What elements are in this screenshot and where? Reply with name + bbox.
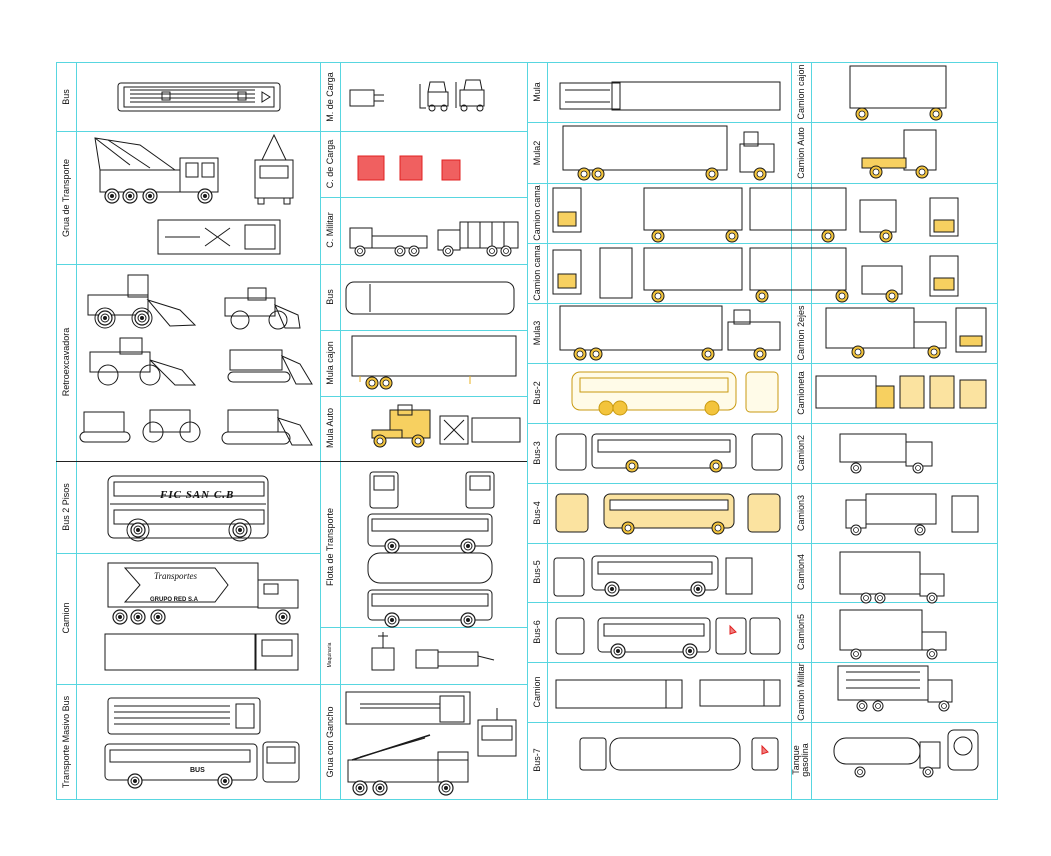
trailer-truck-icon (839, 551, 945, 604)
bus-side-view-icon (555, 617, 781, 659)
camion-logo: Transportes (154, 571, 198, 581)
cargo-container-icon (357, 155, 461, 181)
trailer-truck-icon (845, 493, 979, 536)
masivo-bus-label: BUS (190, 767, 205, 774)
c3-row-line (527, 122, 791, 123)
c2-row-line (320, 330, 527, 331)
c2-row-line (320, 197, 527, 198)
forklift-icon (349, 79, 485, 112)
bus-side-view-icon (104, 697, 300, 789)
c1-row-line (56, 684, 320, 685)
c2-row-line (320, 264, 527, 265)
c3-row-line (527, 303, 997, 304)
c1-row-line (56, 131, 320, 132)
bus-side-view-icon (579, 737, 779, 771)
col-sep-b (320, 62, 321, 800)
c3-row-line (527, 423, 997, 424)
crane-truck-icon (94, 133, 294, 255)
c3-row-line (527, 662, 997, 663)
trailer-truck-icon (839, 609, 947, 660)
tank-truck-icon (833, 729, 979, 778)
c3-row-line (527, 602, 997, 603)
c3-row-line (527, 243, 997, 244)
c1-row-line (56, 264, 320, 265)
c3-row-line (527, 483, 997, 484)
crane-truck-icon (345, 691, 517, 796)
col-sep-e (547, 62, 548, 800)
bus-side-view-icon (553, 555, 753, 597)
col-sep-f (791, 62, 792, 800)
crane-truck-icon (371, 632, 495, 671)
col-sep-g (811, 62, 812, 800)
trailer-truck-icon (839, 433, 933, 474)
semi-truck-icon (371, 404, 521, 448)
trailer-truck-icon (562, 125, 775, 181)
military-truck-icon (837, 665, 953, 712)
bus-top-view-icon (345, 281, 515, 315)
bus-side-view-icon (571, 371, 779, 416)
trailer-truck-icon (825, 307, 987, 359)
double-decker-bus-icon (107, 475, 269, 542)
trailer-truck-icon (555, 679, 781, 709)
c2-row-line (320, 396, 527, 397)
trailer-truck-icon (351, 335, 517, 390)
semi-truck-icon (861, 129, 937, 179)
col-sep-d (527, 62, 528, 800)
frame-left (56, 62, 57, 800)
mid-black-line (56, 461, 527, 462)
trailer-truck-icon (815, 375, 987, 409)
trailer-truck-icon (104, 562, 299, 671)
c2-row-line (320, 131, 527, 132)
bus-side-view-icon (367, 471, 495, 628)
c3-row-line (527, 183, 997, 184)
col-sep-a (76, 62, 77, 800)
wheel-loader-icon (79, 274, 313, 446)
bus-top-view-icon (117, 82, 281, 112)
bus-side-view-icon (555, 433, 783, 473)
c4-row-line (791, 122, 997, 123)
c2-row-line (320, 627, 527, 628)
c1-row-line (56, 553, 320, 554)
military-truck-icon (349, 221, 519, 257)
c3-row-line (527, 722, 997, 723)
trailer-truck-icon (552, 247, 959, 303)
camion-sub: GRUPO RED S.A (150, 597, 199, 603)
c3-row-line (527, 363, 997, 364)
trailer-truck-icon (849, 65, 947, 121)
semi-truck-icon (559, 81, 781, 111)
col-sep-c (340, 62, 341, 800)
c2-row-line (320, 684, 527, 685)
frame-right (997, 62, 998, 800)
bus-side-view-icon (555, 493, 781, 535)
trailer-truck-icon (559, 305, 781, 361)
c3-row-line (527, 543, 997, 544)
trailer-truck-icon (552, 187, 959, 243)
bus-2-pisos-banner: FIC SAN C.B (160, 489, 235, 501)
